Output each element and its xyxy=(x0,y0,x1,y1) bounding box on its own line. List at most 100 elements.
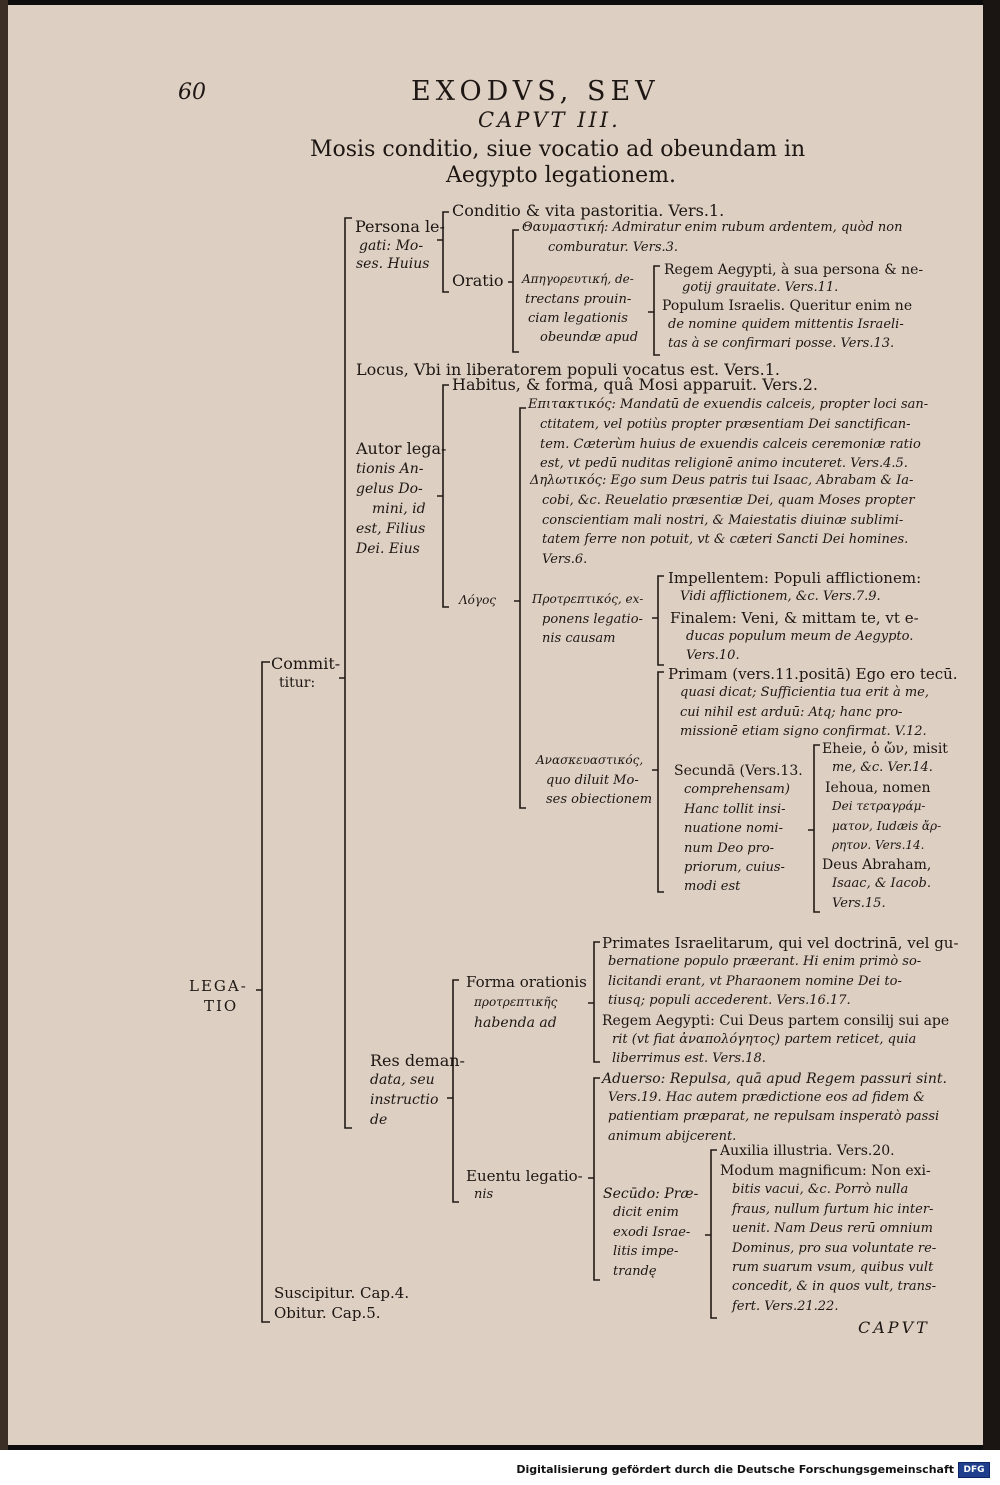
autor-label-line5: est, Filius xyxy=(356,521,426,537)
protreptikos-line2: ponens legatio- xyxy=(542,612,643,627)
modum-line3: fraus, nullum furtum hic inter- xyxy=(732,1202,934,1217)
forma-line1: Forma orationis xyxy=(466,973,587,991)
dfg-logo: DFG xyxy=(958,1462,990,1478)
brace-euentu xyxy=(588,1077,600,1281)
auxilia: Auxilia illustria. Vers.20. xyxy=(720,1143,895,1159)
primam-line3: cui nihil est arduū: Atq; hanc pro- xyxy=(680,705,903,720)
autor-label-line2: tionis An- xyxy=(356,461,424,477)
conditio: Conditio & vita pastoritia. Vers.1. xyxy=(452,201,725,220)
finalem-line1: Finalem: Veni, & mittam te, vt e- xyxy=(670,609,919,627)
anaskeuastikos-line3: ses obiectionem xyxy=(546,792,653,807)
brace-regem-populum xyxy=(648,265,660,356)
populum-line1: Populum Israelis. Queritur enim ne xyxy=(662,298,913,314)
committitur-line2: titur: xyxy=(279,675,316,691)
anaskeuastikos-line2: quo diluit Mo- xyxy=(546,773,639,788)
res-label-line4: de xyxy=(370,1112,388,1128)
populum-line3: tas à se confirmari posse. Vers.13. xyxy=(668,336,895,351)
deloikos-line1: Δηλωτικός: Ego sum Deus patris tui Isaac… xyxy=(530,473,914,488)
modum-line2: bitis vacui, &c. Porrò nulla xyxy=(732,1182,909,1197)
oratio: Oratio xyxy=(452,271,504,290)
deloikos-line3: conscientiam mali nostri, & Maiestatis d… xyxy=(542,513,904,528)
res-label-line2: data, seu xyxy=(370,1072,435,1088)
secunda-line5: num Deo pro- xyxy=(684,841,775,856)
apodeiktike-line3: ciam legationis xyxy=(528,311,628,326)
brace-anaskeuastikos xyxy=(652,671,664,893)
chapter-title-line1: Mosis conditio, siue vocatio ad obeundam… xyxy=(310,137,806,162)
secudo-line1: Secūdo: Præ- xyxy=(603,1186,699,1202)
euentu-line2: nis xyxy=(474,1187,494,1202)
secunda-line7: modi est xyxy=(684,879,741,894)
secudo-line5: trandę xyxy=(613,1264,657,1279)
apodeiktike-line4: obeundæ apud xyxy=(540,330,639,345)
brace-persona xyxy=(437,211,449,293)
secunda-line2: comprehensam) xyxy=(684,782,790,797)
iehoua-line2: Dei τετραγράμ- xyxy=(832,799,926,813)
finalem-line3: Vers.10. xyxy=(686,648,740,663)
regem-aegypti-line2: gotij grauitate. Vers.11. xyxy=(682,280,839,295)
deloikos-line4: tatem ferre non potuit, vt & cæteri Sanc… xyxy=(542,532,909,547)
thaumastike-line2: comburatur. Vers.3. xyxy=(548,240,679,255)
book-gutter-edge xyxy=(0,0,8,1450)
deus-line3: Vers.15. xyxy=(832,896,886,911)
regem-res-line1: Regem Aegypti: Cui Deus partem consilij … xyxy=(602,1013,950,1029)
eheie-line2: me, &c. Ver.14. xyxy=(832,760,933,775)
iehoua-line4: ρητον. Vers.14. xyxy=(832,838,925,852)
digitization-footer: Digitalisierung gefördert durch die Deut… xyxy=(0,1450,1000,1485)
primates-line1: Primates Israelitarum, qui vel doctrinā,… xyxy=(602,934,959,952)
suscipitur: Suscipitur. Cap.4. xyxy=(274,1284,410,1302)
primam-line1: Primam (vers.11.positā) Ego ero tecū. xyxy=(668,665,958,683)
chapter-heading: CAPVT III. xyxy=(478,108,621,132)
running-head: EXODVS, SEV xyxy=(411,76,660,107)
brace-logos xyxy=(514,407,526,809)
secunda-line3: Hanc tollit insi- xyxy=(684,802,786,817)
brace-oratio xyxy=(508,229,519,353)
modum-line7: concedit, & in quos vult, trans- xyxy=(732,1279,937,1294)
regem-res-line3: liberrimus est. Vers.18. xyxy=(612,1051,766,1066)
aduerso-line2: Vers.19. Hac autem prædictione eos ad fi… xyxy=(608,1090,925,1105)
aduerso-line3: patientiam præparat, ne repulsam inspera… xyxy=(608,1109,940,1124)
epitaktikos-line2: ctitatem, vel potiùs propter præsentiam … xyxy=(540,417,911,432)
habitus: Habitus, & forma, quâ Mosi apparuit. Ver… xyxy=(452,375,818,394)
autor-label-line1: Autor lega- xyxy=(356,439,447,458)
apodeiktike-line1: Απηγορευτική, de- xyxy=(522,272,634,286)
deus-line1: Deus Abraham, xyxy=(822,857,932,873)
autor-label-line6: Dei. Eius xyxy=(356,541,420,557)
page-number: 60 xyxy=(178,80,206,105)
primates-line2: bernatione populo præerant. Hi enim prim… xyxy=(608,954,922,969)
deloikos-line5: Vers.6. xyxy=(542,552,588,567)
secudo-line3: exodi Israe- xyxy=(613,1225,691,1240)
book-fore-edge xyxy=(983,0,1000,1450)
secunda-line4: nuatione nomi- xyxy=(684,821,783,836)
thaumastike-line1: Θαυμαστική: Admiratur enim rubum ardente… xyxy=(522,220,903,235)
aduerso-line1: Aduerso: Repulsa, quā apud Regem passuri… xyxy=(602,1071,947,1087)
modum-line1: Modum magnificum: Non exi- xyxy=(720,1163,931,1179)
forma-line2: προτρεπτικῆς xyxy=(474,995,558,1009)
apodeiktike-line2: trectans prouin- xyxy=(525,292,632,307)
primates-line3: licitandi erant, vt Pharaonem nomine Dei… xyxy=(608,974,902,989)
aduerso-line4: animum abijcerent. xyxy=(608,1129,737,1144)
modum-line8: fert. Vers.21.22. xyxy=(732,1299,839,1314)
regem-aegypti-line1: Regem Aegypti, à sua persona & ne- xyxy=(664,262,924,278)
res-label-line1: Res deman- xyxy=(370,1051,465,1070)
epitaktikos-line3: tem. Cæterùm huius de exuendis calceis c… xyxy=(540,437,921,452)
primates-line4: tiusq; populi accederent. Vers.16.17. xyxy=(608,993,851,1008)
locus: Locus, Vbi in liberatorem populi vocatus… xyxy=(356,360,780,379)
brace-nomina xyxy=(808,744,820,913)
secunda-line6: priorum, cuius- xyxy=(684,860,785,875)
impellentem-line1: Impellentem: Populi afflictionem: xyxy=(668,569,922,587)
populum-line2: de nomine quidem mittentis Israeli- xyxy=(668,317,904,332)
autor-label-line4: mini, id xyxy=(372,501,426,517)
modum-line6: rum suarum vsum, quibus vult xyxy=(732,1260,934,1275)
forma-line3: habenda ad xyxy=(474,1015,557,1031)
chapter-title-line2: Aegypto legationem. xyxy=(446,163,677,188)
secudo-line4: litis impe- xyxy=(613,1244,679,1259)
modum-line4: uenit. Nam Deus rerū omnium xyxy=(732,1221,933,1236)
epitaktikos-line4: est, vt pedū nuditas religionē animo inc… xyxy=(540,456,908,471)
obitur: Obitur. Cap.5. xyxy=(274,1304,381,1322)
logos: Λόγος xyxy=(459,593,497,607)
persona-label-line2: gati: Mo- xyxy=(359,238,424,254)
root-legatio-line1: LEGA- xyxy=(189,977,248,995)
committitur-line1: Commit- xyxy=(271,654,341,673)
brace-autor xyxy=(437,384,449,608)
